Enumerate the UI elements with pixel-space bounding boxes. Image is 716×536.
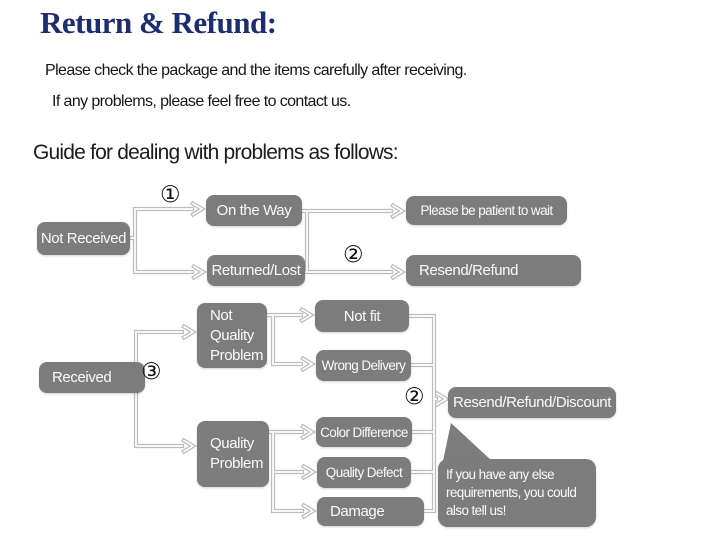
guide-heading: Guide for dealing with problems as follo… — [33, 141, 399, 164]
flow-node-wrong-delivery: Wrong Delivery — [316, 350, 411, 381]
step-marker-2-bottom: ② — [404, 384, 425, 410]
step-marker-1: ① — [160, 182, 181, 208]
intro-note-line1: Please check the package and the items c… — [45, 62, 467, 79]
step-marker-2-top: ② — [343, 242, 364, 268]
step-marker-3: ③ — [141, 359, 162, 385]
flow-node-resend-refund-discount: Resend/Refund/Discount — [448, 387, 616, 418]
flow-node-color-difference: Color Difference — [316, 417, 412, 447]
flow-node-resend-refund: Resend/Refund — [406, 255, 581, 286]
flow-node-quality-defect: Quality Defect — [317, 457, 411, 488]
speech-bubble: If you have any else requirements, you c… — [438, 459, 596, 527]
flow-node-returned-lost: Returned/Lost — [207, 255, 305, 286]
flow-node-quality-problem: Quality Problem — [197, 421, 269, 487]
flow-node-please-be-patient: Please be patient to wait — [406, 196, 567, 225]
speech-bubble-line3: also tell us! — [446, 503, 506, 518]
flow-node-damage: Damage — [317, 497, 424, 526]
page-title: Return & Refund: — [40, 5, 277, 40]
speech-bubble-tail — [443, 423, 492, 461]
flow-node-received: Received — [39, 362, 145, 393]
flow-node-not-quality-problem: Not Quality Problem — [197, 303, 267, 368]
flow-node-not-fit: Not fit — [315, 300, 409, 332]
flow-node-not-received: Not Received — [37, 222, 130, 255]
flow-node-on-the-way: On the Way — [206, 195, 302, 226]
speech-bubble-line1: If you have any else — [446, 467, 555, 482]
intro-note-line2: If any problems, please feel free to con… — [52, 93, 351, 110]
speech-bubble-line2: requirements, you could — [446, 485, 577, 500]
